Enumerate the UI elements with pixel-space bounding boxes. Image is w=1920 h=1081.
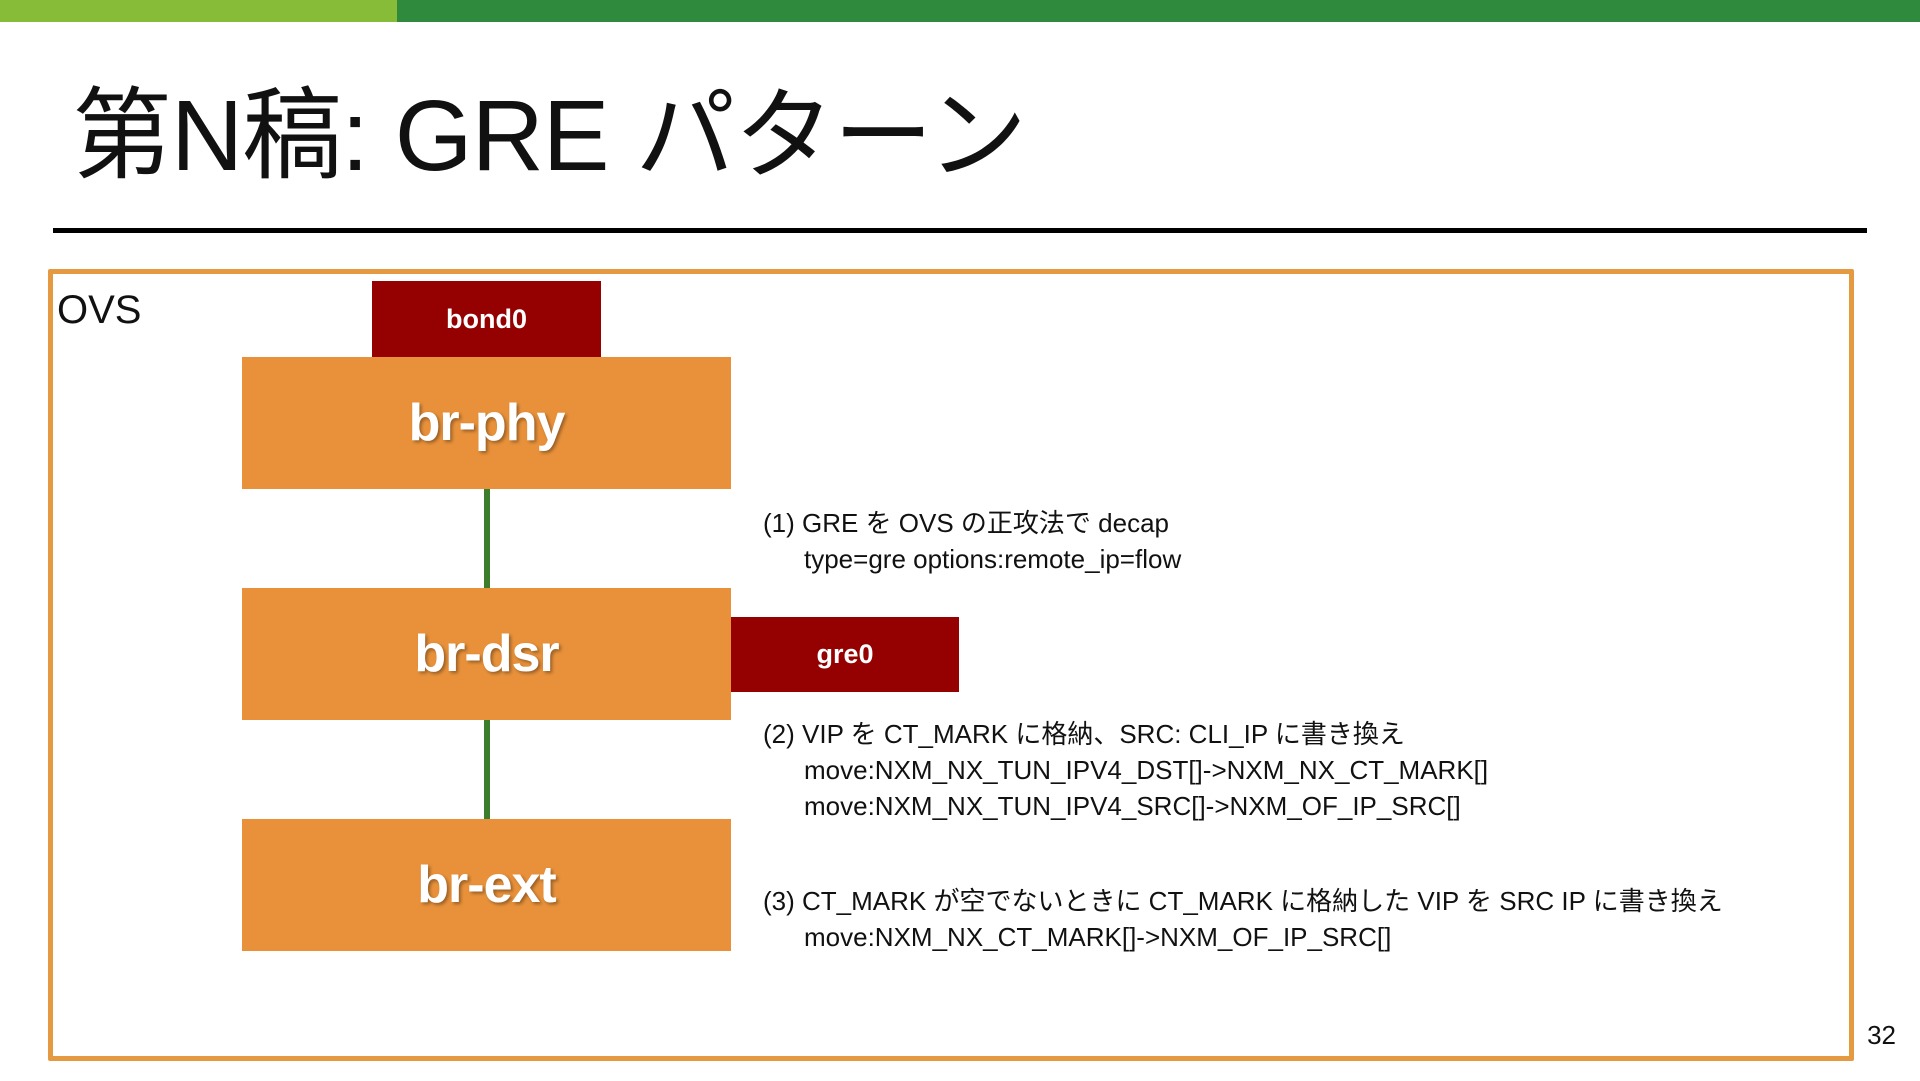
note-1-heading: (1) GRE を OVS の正攻法で decap [763,508,1169,538]
note-3-line-1: move:NXM_NX_CT_MARK[]->NXM_OF_IP_SRC[] [804,922,1392,952]
bridge-br-dsr: br-dsr [242,588,731,720]
note-1-line-1: type=gre options:remote_ip=flow [804,544,1182,574]
note-3: (3) CT_MARK が空でないときに CT_MARK に格納した VIP を… [763,883,1723,955]
slide-title: 第N稿: GRE パターン [72,80,1027,192]
ovs-container-frame [48,269,1854,1061]
note-2-line-2: move:NXM_NX_TUN_IPV4_SRC[]->NXM_OF_IP_SR… [804,791,1461,821]
top-accent-bar-light [0,0,397,22]
bridge-br-phy: br-phy [242,357,731,489]
port-bond0: bond0 [372,281,601,357]
page-number: 32 [1867,1020,1896,1050]
link-br-dsr-br-ext [484,719,490,819]
bridge-br-ext: br-ext [242,819,731,951]
note-2-heading: (2) VIP を CT_MARK に格納、SRC: CLI_IP に書き換え [763,719,1405,749]
port-gre0: gre0 [731,617,959,692]
top-accent-bar-dark [397,0,1920,22]
note-2-line-1: move:NXM_NX_TUN_IPV4_DST[]->NXM_NX_CT_MA… [804,755,1489,785]
link-br-phy-br-dsr [484,488,490,588]
note-1: (1) GRE を OVS の正攻法で decap type=gre optio… [763,505,1181,577]
ovs-container-label: OVS [57,288,142,332]
title-underline [53,228,1867,233]
note-2: (2) VIP を CT_MARK に格納、SRC: CLI_IP に書き換え … [763,716,1488,824]
note-3-heading: (3) CT_MARK が空でないときに CT_MARK に格納した VIP を… [763,886,1723,916]
